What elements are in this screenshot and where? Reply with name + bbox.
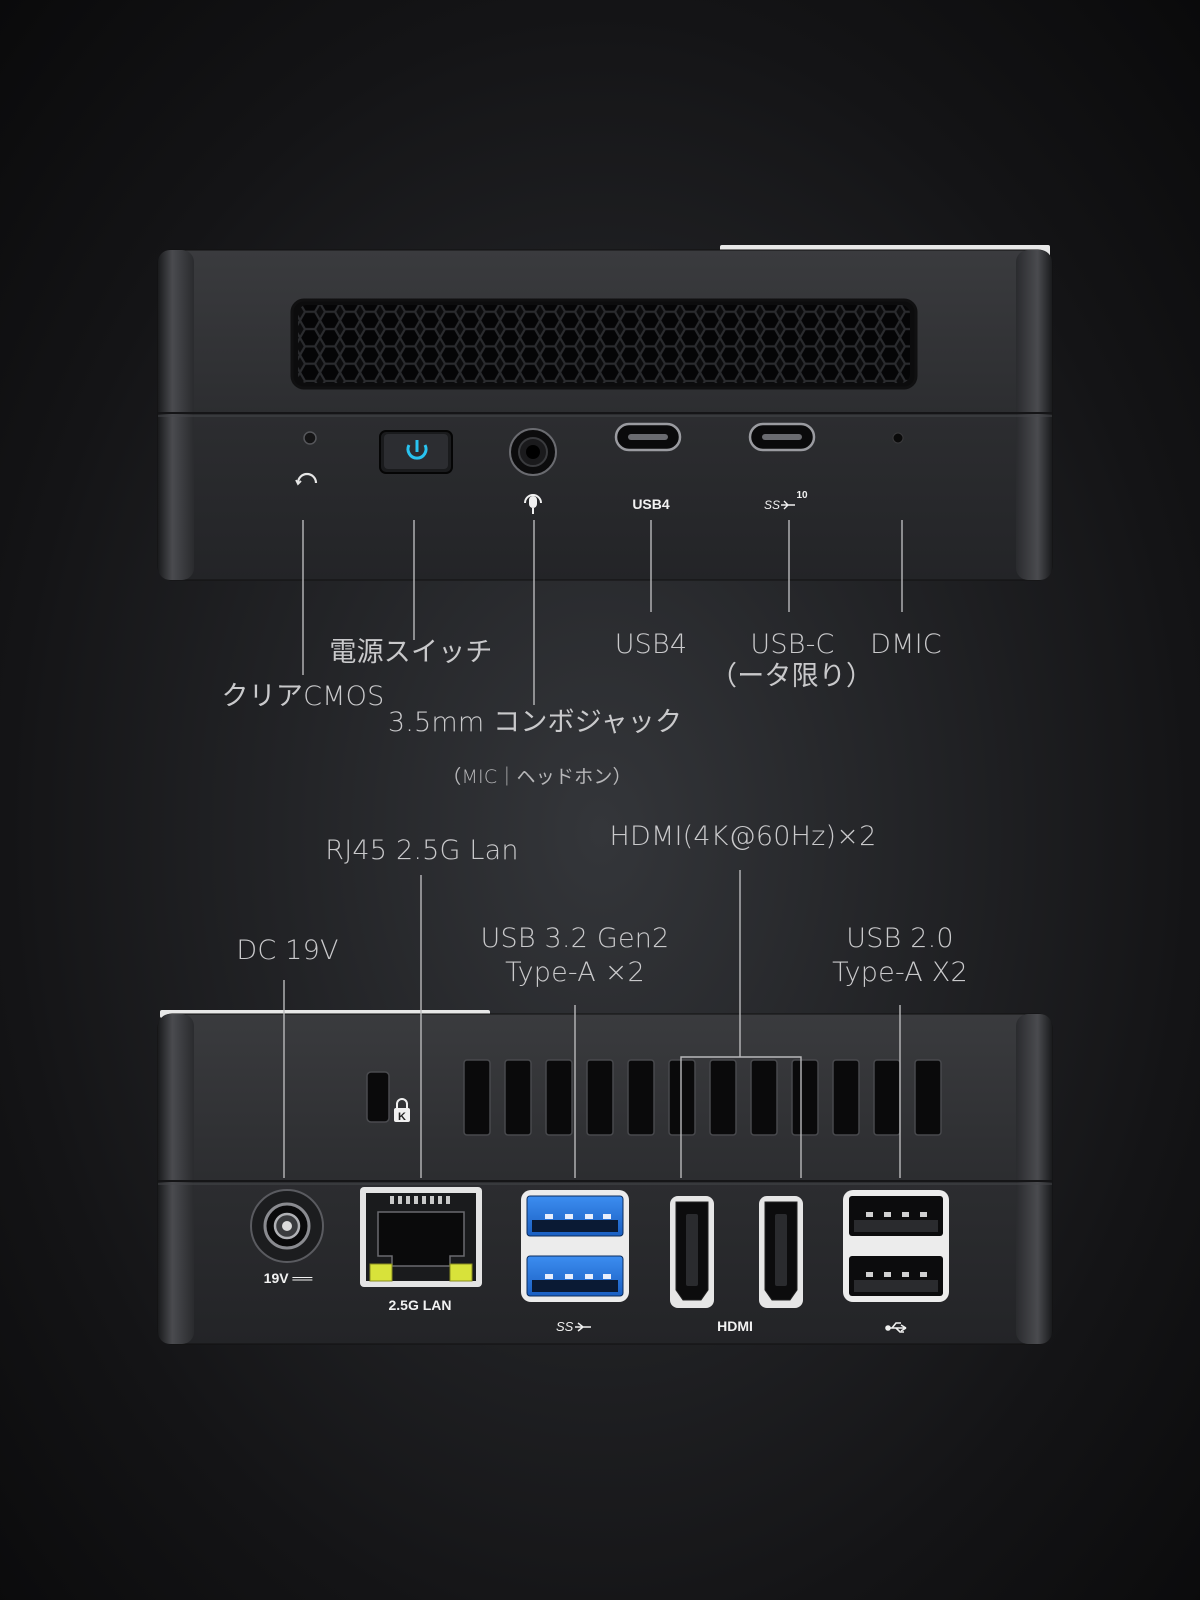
headset-mic-icon	[524, 494, 542, 514]
rj45-label: RJ45 2.5G Lan	[325, 835, 519, 866]
combo-jack-note: （MIC｜ヘッドホン）	[442, 766, 632, 788]
hdmi-port-1[interactable]	[670, 1196, 714, 1308]
combo-jack-label: 3.5mm コンボジャック	[387, 707, 683, 738]
dmic-label: DMIC	[870, 629, 942, 660]
clear-cmos-label: クリアCMOS	[221, 681, 385, 712]
clear-cmos-hole[interactable]	[303, 431, 317, 445]
hdmi-port-2[interactable]	[759, 1196, 803, 1308]
rear-leader-lines	[283, 870, 901, 1178]
usb-ss-icon: SS	[764, 498, 795, 512]
usbc-speed-mark: 10	[796, 490, 808, 501]
rear-panel: K	[157, 870, 1053, 1345]
usb-icon	[885, 1322, 907, 1333]
svg-text:SS: SS	[764, 498, 780, 512]
usb4-label: USB4	[614, 629, 688, 660]
dc-label: DC 19V	[236, 935, 339, 966]
front-leader-lines	[302, 520, 903, 705]
dc-port-mark: 19V ══	[263, 1270, 313, 1286]
kensington-slot	[366, 1071, 390, 1123]
usbc-label-line2: （ータ限り）	[710, 661, 874, 692]
usbc-label-line1: USB-C	[750, 629, 835, 660]
usb32-label-line2: Type-A ×2	[505, 957, 645, 988]
usb20-label-line1: USB 2.0	[846, 923, 954, 954]
power-switch-label: 電源スイッチ	[329, 637, 493, 668]
usb4-port-mark: USB4	[632, 496, 670, 512]
lan-led-left	[369, 1263, 393, 1282]
reset-arc-icon	[296, 472, 318, 484]
svg-text:SS: SS	[556, 1319, 574, 1334]
usb20-label-line2: Type-A X2	[832, 957, 968, 988]
power-icon	[406, 444, 428, 460]
hdmi-label: HDMI(4K@60Hz)×2	[609, 821, 877, 852]
usb-ss-icon-rear: SS	[556, 1319, 591, 1334]
usb32-label-line1: USB 3.2 Gen2	[480, 923, 670, 954]
hdmi-port-mark: HDMI	[717, 1318, 753, 1334]
kensington-lock-icon: K	[394, 1098, 410, 1123]
front-panel: SS	[157, 245, 1053, 705]
lan-led-right	[449, 1263, 473, 1282]
slot-vents	[463, 1059, 942, 1136]
svg-text:K: K	[398, 1111, 406, 1123]
dmic-hole	[892, 432, 904, 444]
lan-port-mark: 2.5G LAN	[388, 1297, 452, 1313]
